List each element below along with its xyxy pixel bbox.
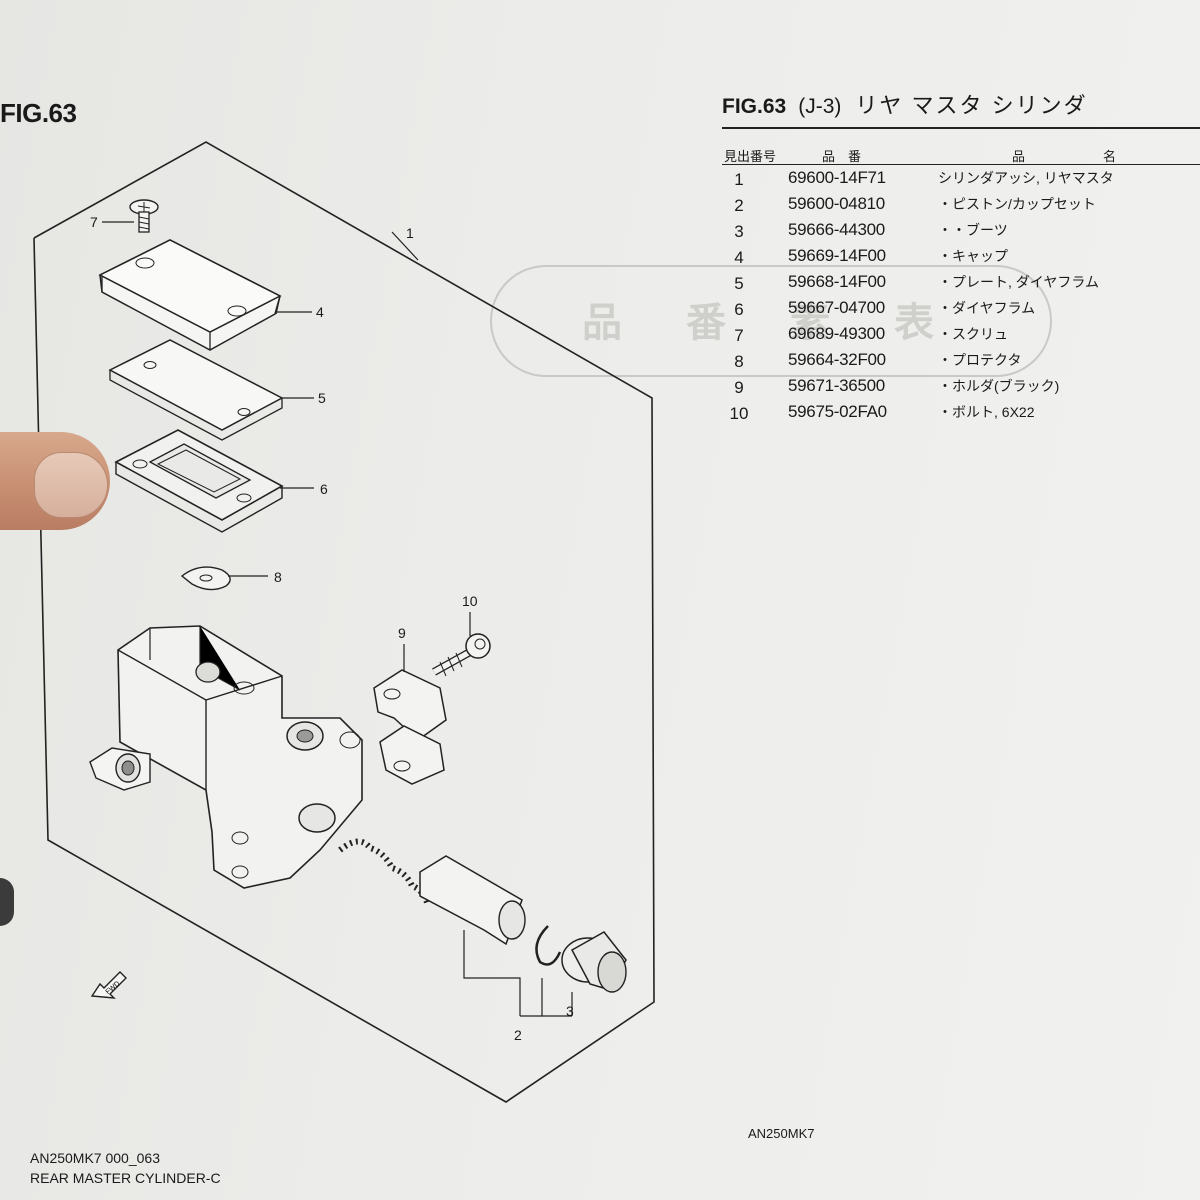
part-name: シリンダアッシ, リヤマスタ bbox=[938, 170, 1114, 186]
figure-label-right: FIG.63 bbox=[722, 95, 787, 118]
part-number: 59671-36500 bbox=[788, 376, 885, 395]
part-number: 59675-02FA0 bbox=[788, 402, 887, 421]
table-row: 9 59671-36500 ・ホルダ(ブラック) bbox=[722, 374, 1200, 400]
part-name: ・ホルダ(ブラック) bbox=[938, 378, 1060, 394]
part-ref-number: 5 bbox=[734, 274, 744, 293]
column-header-rule bbox=[722, 164, 1200, 165]
part-name: ・ダイヤフラム bbox=[938, 300, 1036, 316]
part-name: ・キャップ bbox=[938, 248, 1008, 264]
boot-part bbox=[561, 931, 627, 993]
table-row: 8 59664-32F00 ・プロテクタ bbox=[722, 348, 1200, 374]
callout-2: 2 bbox=[514, 1027, 522, 1043]
footer-model: AN250MK7 bbox=[748, 1126, 815, 1141]
parts-table: 1 69600-14F71 シリンダアッシ, リヤマスタ 2 59600-04810 ・ピ… bbox=[722, 166, 1200, 426]
part-number: 59666-44300 bbox=[788, 220, 885, 239]
part-ref-number: 8 bbox=[734, 352, 744, 371]
callout-1: 1 bbox=[406, 225, 414, 241]
table-row: 6 59667-04700 ・ダイヤフラム bbox=[722, 296, 1200, 322]
screw-part bbox=[129, 199, 159, 233]
table-row: 7 69689-49300 ・スクリュ bbox=[722, 322, 1200, 348]
holder-part bbox=[373, 669, 447, 785]
section-code: (J-3) bbox=[798, 95, 842, 118]
plate-part bbox=[108, 339, 284, 441]
table-row: 3 59666-44300 ・・ブーツ bbox=[722, 218, 1200, 244]
part-name: ・プロテクタ bbox=[938, 352, 1022, 368]
assembly-frame bbox=[33, 141, 655, 1103]
part-name: ・プレート, ダイヤフラム bbox=[938, 274, 1099, 290]
part-number: 69689-49300 bbox=[788, 324, 885, 343]
footer-model-code: AN250MK7 000_063 bbox=[30, 1150, 160, 1166]
column-header-part-no: 品 番 bbox=[822, 149, 862, 164]
part-ref-number: 3 bbox=[734, 222, 744, 241]
section-title: リヤ マスタ シリンダ bbox=[855, 93, 1088, 118]
part-ref-number: 6 bbox=[734, 300, 744, 319]
parts-list-header: FIG.63 (J-3) リヤ マスタ シリンダ bbox=[722, 88, 1200, 120]
table-row: 1 69600-14F71 シリンダアッシ, リヤマスタ bbox=[722, 166, 1200, 192]
callout-8: 8 bbox=[274, 569, 282, 585]
table-row: 10 59675-02FA0 ・ボルト, 6X22 bbox=[722, 400, 1200, 426]
table-row: 2 59600-04810 ・ピストン/カップセット bbox=[722, 192, 1200, 218]
binder-ring bbox=[0, 878, 14, 926]
callout-6: 6 bbox=[320, 481, 328, 497]
callout-3: 3 bbox=[566, 1003, 574, 1019]
header-rule bbox=[722, 127, 1200, 129]
thumb-nail bbox=[34, 452, 108, 518]
part-name: ・ボルト, 6X22 bbox=[938, 404, 1035, 420]
circlip-part bbox=[535, 925, 562, 966]
part-ref-number: 10 bbox=[729, 404, 749, 423]
exploded-parts-diagram: 7 1 4 5 6 8 9 10 2 3 bbox=[33, 141, 655, 1103]
bolt-part bbox=[432, 633, 491, 677]
part-ref-number: 7 bbox=[734, 326, 744, 345]
part-number: 59600-04810 bbox=[788, 194, 885, 213]
callout-9: 9 bbox=[398, 625, 406, 641]
callout-5: 5 bbox=[318, 390, 326, 406]
protector-part bbox=[180, 566, 231, 591]
table-row: 4 59669-14F00 ・キャップ bbox=[722, 244, 1200, 270]
watermark-stamp: 品番素表 bbox=[490, 265, 1052, 377]
part-name: ・ピストン/カップセット bbox=[938, 196, 1096, 212]
piston-cup-set-part bbox=[338, 838, 526, 946]
part-number: 59664-32F00 bbox=[788, 350, 886, 369]
column-header-ref-no: 見出番号 bbox=[724, 149, 777, 164]
part-number: 59669-14F00 bbox=[788, 246, 886, 265]
callout-7: 7 bbox=[90, 214, 98, 230]
callout-10: 10 bbox=[462, 593, 478, 609]
part-ref-number: 4 bbox=[734, 248, 744, 267]
footer-figure-name: REAR MASTER CYLINDER-C bbox=[30, 1170, 221, 1186]
part-ref-number: 2 bbox=[734, 196, 744, 215]
part-name: ・スクリュ bbox=[938, 326, 1008, 342]
part-ref-number: 1 bbox=[734, 170, 744, 189]
column-header-part-name: 品 名 bbox=[1012, 149, 1117, 164]
part-number: 69600-14F71 bbox=[788, 168, 886, 187]
part-ref-number: 9 bbox=[734, 378, 744, 397]
fwd-arrow-icon: FWD bbox=[90, 964, 130, 1008]
table-row: 5 59668-14F00 ・プレート, ダイヤフラム bbox=[722, 270, 1200, 296]
callout-4: 4 bbox=[316, 304, 324, 320]
part-number: 59668-14F00 bbox=[788, 272, 886, 291]
leader-lines bbox=[102, 221, 573, 1017]
diaphragm-part bbox=[114, 429, 284, 533]
part-name: ・・ブーツ bbox=[938, 222, 1008, 238]
cap-part bbox=[98, 239, 282, 351]
cylinder-body-part bbox=[89, 625, 363, 889]
part-number: 59667-04700 bbox=[788, 298, 885, 317]
figure-label-left: FIG.63 bbox=[0, 98, 77, 128]
